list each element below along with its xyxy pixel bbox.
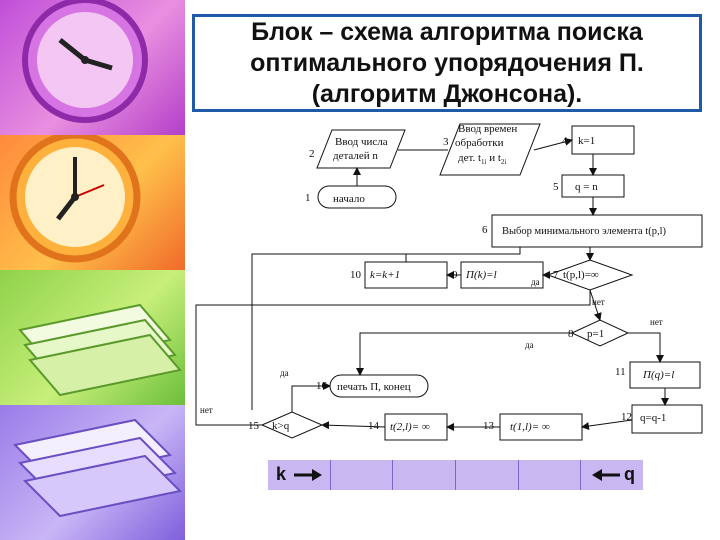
label-no-15: нет (200, 405, 213, 415)
block-3-line1: Ввод времен (458, 123, 517, 135)
k-q-band (268, 460, 643, 490)
block-8-num: 8 (568, 328, 574, 340)
label-yes-8: да (525, 340, 534, 350)
block-5-text: q = n (575, 181, 598, 193)
block-1-num: 1 (305, 192, 311, 204)
block-9-text: Π(k)=l (465, 269, 497, 281)
block-1-text: начало (333, 193, 365, 205)
block-6-num: 6 (482, 224, 488, 236)
block-4-num: 4 (562, 135, 568, 147)
block-3-num: 3 (443, 136, 449, 148)
block-15-num: 15 (248, 420, 260, 432)
block-3-sub2: 2i (501, 158, 507, 166)
block-2-num: 2 (309, 148, 315, 160)
block-5-num: 5 (553, 181, 559, 193)
block-3-dett: дет. t (458, 152, 481, 164)
flow-8-no (628, 333, 660, 362)
flow-15-no (196, 290, 590, 425)
band-cell (519, 460, 582, 490)
block-6-text: Выбор минимального элемента t(p,l) (502, 226, 667, 237)
block-2-line1: Ввод числа (335, 136, 388, 148)
band-k-label: k (276, 464, 286, 485)
block-7-text: t(p,l)=∞ (563, 269, 599, 281)
block-3-mid: и t (486, 152, 500, 164)
block-14-num: 14 (368, 420, 380, 432)
block-13-text: t(1,l)= ∞ (510, 421, 550, 433)
block-11-text: Π(q)=l (642, 369, 674, 381)
band-cell (456, 460, 519, 490)
band-cell (393, 460, 456, 490)
block-4-text: k=1 (578, 135, 595, 147)
arrow-left-icon (590, 466, 622, 484)
block-9-num: 9 (452, 269, 458, 281)
label-no-8-top: нет (592, 297, 605, 307)
block-16-text: печать Π, конец (337, 381, 411, 393)
label-no-8: нет (650, 317, 663, 327)
block-10-num: 10 (350, 269, 362, 281)
block-10-text: k=k+1 (370, 269, 400, 281)
label-yes-7: да (531, 277, 540, 287)
flow-8-yes (360, 333, 572, 375)
block-15-decision (262, 412, 322, 438)
block-12-text: q=q-1 (640, 412, 666, 424)
block-2-line2: деталей n (333, 150, 378, 162)
band-cell (331, 460, 394, 490)
block-16-num: 16 (316, 380, 328, 392)
band-q-label: q (624, 464, 635, 485)
block-13-num: 13 (483, 420, 495, 432)
block-3-line2: обработки (455, 137, 504, 149)
block-14-text: t(2,l)= ∞ (390, 421, 430, 433)
block-8-text: p=1 (587, 328, 604, 340)
block-12-num: 12 (621, 411, 632, 423)
block-15-text: k>q (272, 420, 290, 432)
block-11-num: 11 (615, 366, 626, 378)
arrow-right-icon (292, 466, 324, 484)
label-yes-15: да (280, 368, 289, 378)
block-7-num: 7 (553, 269, 559, 281)
